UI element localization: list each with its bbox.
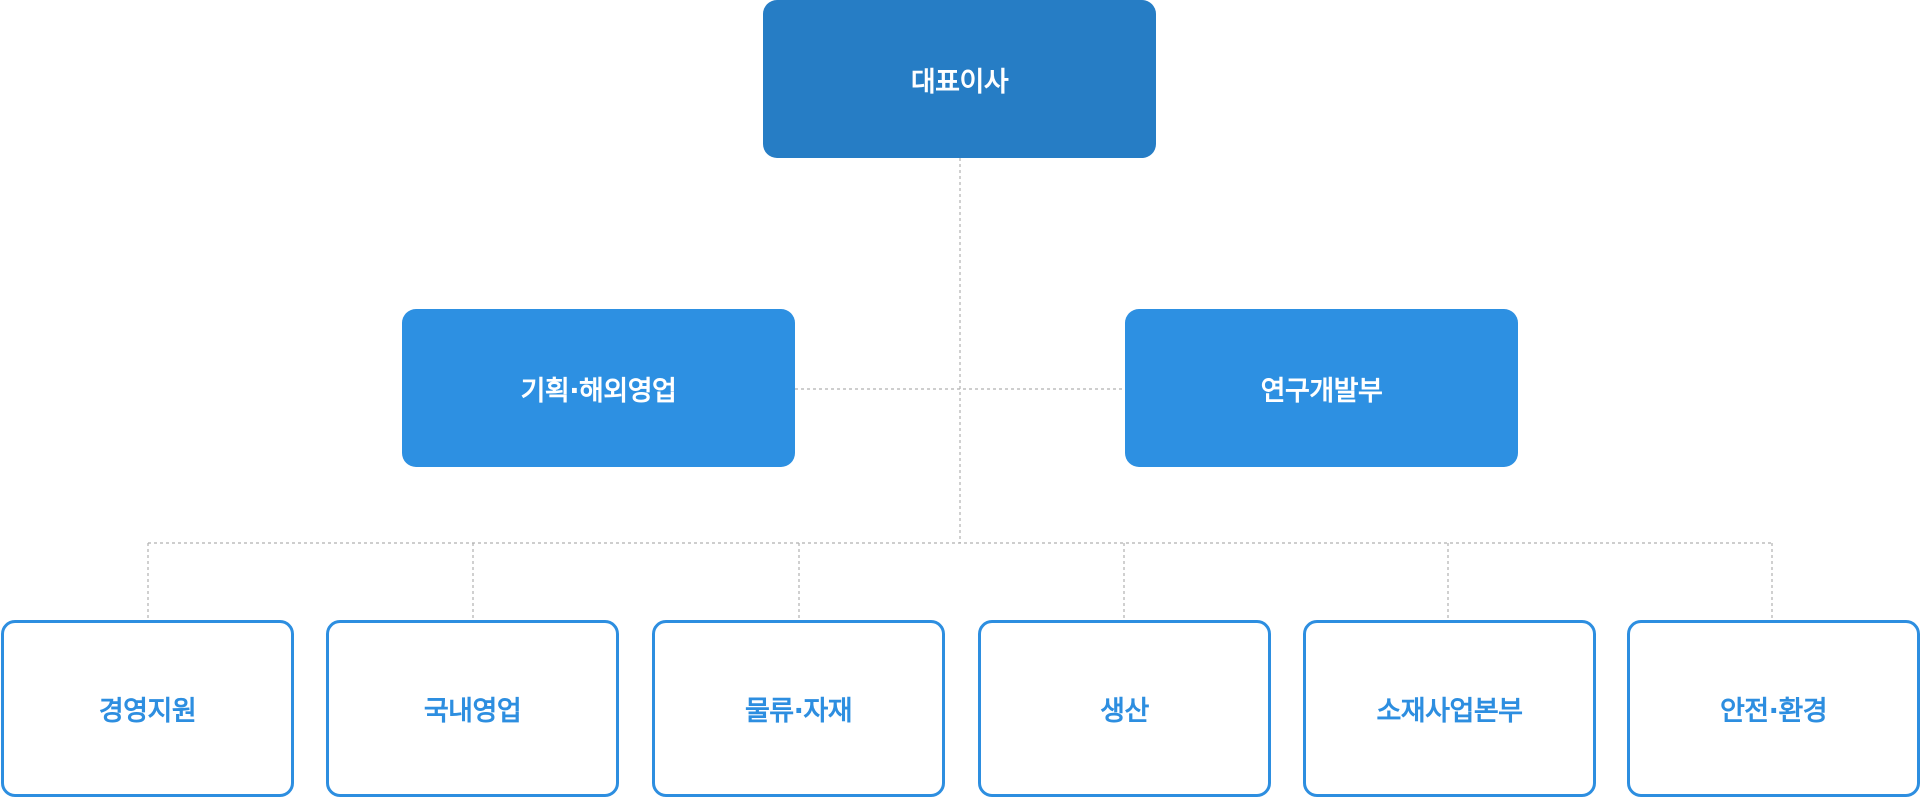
department-box-domestic-sales: 국내영업 xyxy=(326,620,619,797)
department-box-production: 생산 xyxy=(978,620,1271,797)
department-label: 국내영업 xyxy=(423,696,522,727)
division-label: 기획·해외영업 xyxy=(520,375,677,407)
department-label: 생산 xyxy=(1100,696,1149,727)
ceo-box: 대표이사 xyxy=(763,0,1156,158)
department-box-logistics-materials: 물류·자재 xyxy=(652,620,945,797)
department-box-materials-business: 소재사업본부 xyxy=(1303,620,1596,797)
department-label: 경영지원 xyxy=(98,696,197,727)
department-label: 안전·환경 xyxy=(1719,696,1828,727)
division-box-research-development: 연구개발부 xyxy=(1125,309,1518,467)
department-box-safety-environment: 안전·환경 xyxy=(1627,620,1920,797)
department-label: 소재사업본부 xyxy=(1376,696,1523,727)
department-label: 물류·자재 xyxy=(744,696,853,727)
department-box-management-support: 경영지원 xyxy=(1,620,294,797)
ceo-label: 대표이사 xyxy=(910,66,1009,98)
division-label: 연구개발부 xyxy=(1260,375,1383,407)
division-box-planning-overseas-sales: 기획·해외영업 xyxy=(402,309,795,467)
